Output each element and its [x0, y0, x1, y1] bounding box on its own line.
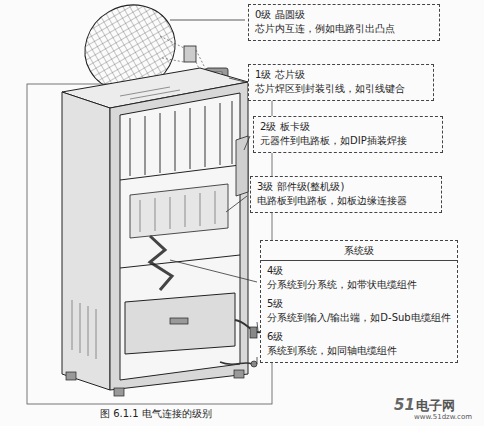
callout-box: 3级 部件级(整机级)电路板到电路板，如板边缘连接器	[250, 176, 442, 213]
level-heading: 2级 板卡级	[260, 120, 436, 134]
cabinet-opening	[120, 93, 240, 380]
callout-text: 系统到系统，如同轴电缆组件	[267, 344, 451, 358]
zoom-line	[196, 50, 206, 70]
system-callout-box: 系统级 4级分系统到分系统，如带状电缆组件 5级分系统到输入/输出端，如D-Sub电…	[260, 240, 458, 363]
cabinet-foot	[234, 370, 244, 378]
level-heading: 3级 部件级(整机级)	[257, 180, 435, 194]
cabinet	[62, 68, 262, 396]
leader-line	[257, 322, 258, 331]
vent	[72, 300, 96, 359]
level-heading: 1级 芯片级	[255, 68, 427, 82]
zoom-line	[162, 58, 184, 62]
dsub-cable	[235, 320, 262, 332]
callout-text: 分系统到分系统，如带状电缆组件	[267, 278, 451, 292]
figure-frame	[27, 84, 272, 404]
level-heading: 4级	[267, 264, 451, 278]
drawer	[125, 293, 235, 354]
callout-box: 1级 芯片级芯片焊区到封装引线，如引线键合	[248, 64, 434, 101]
circuit-card	[130, 101, 232, 176]
die	[184, 46, 196, 62]
callout-text: 分系统到输入/输出端，如D-Sub电缆组件	[267, 311, 451, 325]
callout-text: 芯片焊区到封装引线，如引线键合	[255, 82, 427, 96]
card	[140, 191, 215, 232]
callout-box: 2级 板卡级元器件到电路板，如DIP插装焊接	[253, 116, 443, 153]
coax-cable	[220, 362, 252, 364]
callout-box: 0级 晶圆级芯片内互连，例如电路引出凸点	[248, 4, 440, 41]
callout-text: 元器件到电路板，如DIP插装焊接	[260, 134, 436, 148]
figure-caption: 图 6.1.1 电气连接的级别	[100, 407, 212, 421]
callout-text: 芯片内互连，例如电路引出凸点	[255, 22, 433, 36]
cabinet-foot	[114, 388, 124, 396]
leader-line	[226, 196, 247, 212]
watermark: 51	[394, 396, 415, 414]
watermark: 电子网	[416, 397, 455, 415]
coax-connector	[251, 361, 257, 367]
callout-text: 电路板到电路板，如板边缘连接器	[257, 194, 435, 208]
cabinet-foot	[66, 372, 76, 380]
leader-lines	[170, 20, 258, 364]
leader-line	[244, 136, 250, 150]
cabinet-front	[110, 82, 248, 390]
leader-line	[170, 260, 257, 282]
watermark: www.51dzw.com	[414, 413, 472, 421]
leader-line	[170, 20, 245, 21]
shelf	[120, 165, 240, 180]
subassembly	[130, 184, 228, 238]
leader-line	[257, 357, 258, 364]
level-heading: 6级	[267, 330, 451, 344]
leader-line	[229, 78, 245, 82]
cabinet-side	[62, 92, 110, 390]
dsub-connector	[250, 327, 257, 338]
level-heading: 0级 晶圆级	[255, 8, 433, 22]
zoom-line	[160, 36, 184, 48]
drawer-handle	[170, 318, 188, 324]
shelf	[120, 255, 240, 268]
level-heading: 5级	[267, 297, 451, 311]
callout-heading: 系统级	[261, 244, 457, 261]
